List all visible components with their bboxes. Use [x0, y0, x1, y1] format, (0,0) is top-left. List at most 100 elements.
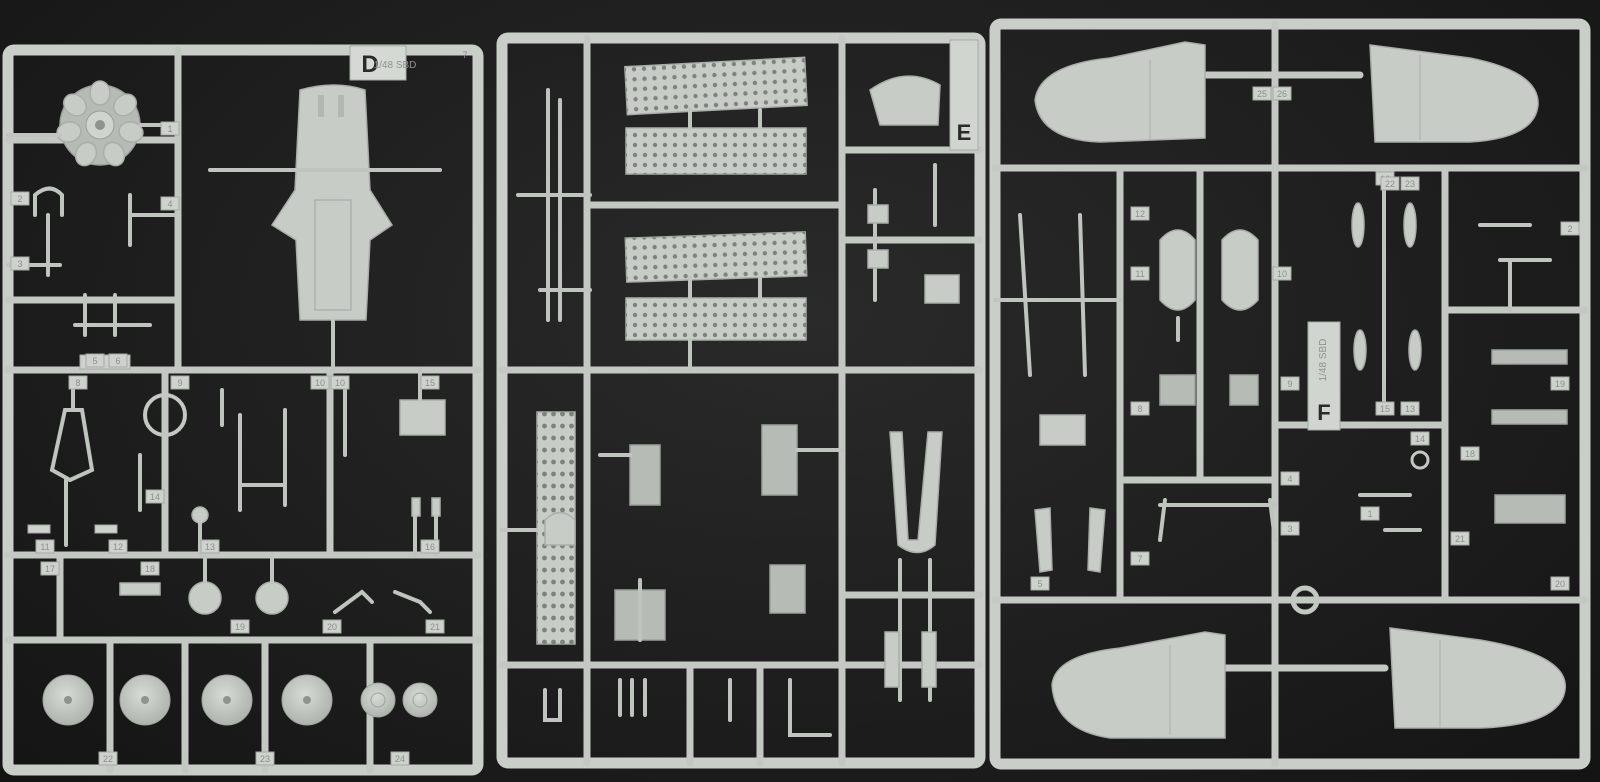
- part-number-tab: [1130, 551, 1150, 566]
- part-number-tab: [1030, 576, 1050, 591]
- gear-parts-d: [27, 368, 446, 557]
- gear-struts-f: [1034, 414, 1320, 615]
- part-number: 2: [17, 194, 22, 204]
- sprue-f-scale: 1/48 SBD: [1318, 339, 1329, 382]
- part-number-tab: [108, 539, 128, 554]
- part-number-tab: [1360, 506, 1380, 521]
- part-number-tab: [140, 561, 160, 576]
- part-numbers-f: 25261211109875432116151314181920212223: [1030, 86, 1580, 591]
- part-number-tab: [310, 375, 330, 390]
- part-number: 3: [1287, 524, 1292, 534]
- part-number-tab: [1400, 401, 1420, 416]
- part-number-tab: [1280, 521, 1300, 536]
- part-number-tab: [1130, 266, 1150, 281]
- part-number: 4: [1287, 474, 1292, 484]
- part-number: 14: [1415, 434, 1425, 444]
- part-number: 19: [235, 622, 245, 632]
- sprue-d: D 1/48 SBD 7: [2, 44, 484, 776]
- part-number: 18: [145, 564, 155, 574]
- part-number-tab: [1130, 401, 1150, 416]
- part-number: 25: [1257, 89, 1267, 99]
- part-number: 20: [327, 622, 337, 632]
- gun-parts-f: [1358, 223, 1568, 532]
- part-number-tab: [108, 353, 128, 368]
- part-number: 18: [1465, 449, 1475, 459]
- part-number: 19: [1555, 379, 1565, 389]
- part-number-tab: [1280, 471, 1300, 486]
- sprue-f: F 1/48 SBD: [989, 18, 1591, 770]
- part-number: 7: [1137, 554, 1142, 564]
- part-number: 10: [335, 378, 345, 388]
- part-number-tab: [10, 256, 30, 271]
- part-number-tab: [160, 196, 180, 211]
- dive-flap-panels: [624, 56, 808, 372]
- part-number: 17: [45, 564, 55, 574]
- round-parts-d: [119, 553, 432, 615]
- sprue-e: E: [496, 32, 986, 769]
- part-number: 11: [40, 542, 49, 552]
- part-number-tab: [1252, 86, 1272, 101]
- part-number: 24: [395, 754, 405, 764]
- part-number-tab: [1375, 401, 1395, 416]
- sprue-d-letter: D: [361, 51, 378, 78]
- bottom-parts-e: [543, 678, 832, 737]
- drop-tanks: [1159, 229, 1259, 406]
- part-number: 8: [1137, 404, 1142, 414]
- sprue-f-letter: F: [1317, 400, 1330, 425]
- part-number-tab: [68, 375, 88, 390]
- bomb-racks: [993, 213, 1122, 377]
- part-number: 6: [115, 356, 120, 366]
- part-number: 1: [1367, 509, 1372, 519]
- part-number-tab: [420, 375, 440, 390]
- part-number-tab: [40, 561, 60, 576]
- part-number-tab: [1130, 206, 1150, 221]
- part-number-tab: [230, 619, 250, 634]
- part-number-tab: [420, 539, 440, 554]
- part-number-tab: [170, 375, 190, 390]
- part-number: 14: [150, 492, 160, 502]
- perforated-flap-vertical: [500, 411, 576, 645]
- control-parts-d: [6, 186, 177, 370]
- part-number-tab: [1550, 576, 1570, 591]
- part-number: 9: [1287, 379, 1292, 389]
- part-number: 12: [113, 542, 123, 552]
- part-number: 22: [1385, 179, 1395, 189]
- part-number-tab: [322, 619, 342, 634]
- part-number-tab: [425, 619, 445, 634]
- part-number-tab: [1450, 531, 1470, 546]
- sprue-d-corner-number: 7: [462, 50, 467, 60]
- part-number-tab: [1410, 431, 1430, 446]
- part-number: 10: [1277, 269, 1287, 279]
- sprue-d-scale: 1/48 SBD: [374, 60, 417, 71]
- small-assemblies-e: [598, 424, 844, 642]
- part-number-tab: [145, 489, 165, 504]
- part-number: 8: [75, 378, 80, 388]
- part-number: 10: [315, 378, 325, 388]
- part-number: 1: [167, 124, 172, 134]
- part-number-tab: [98, 751, 118, 766]
- part-number-tab: [160, 121, 180, 136]
- part-number: 23: [260, 754, 270, 764]
- part-number: 20: [1555, 579, 1565, 589]
- part-number: 12: [1135, 209, 1145, 219]
- part-number: 3: [17, 259, 22, 269]
- part-number-tab: [200, 539, 220, 554]
- part-number: 16: [425, 542, 435, 552]
- part-number: 21: [430, 622, 440, 632]
- part-number: 23: [1405, 179, 1415, 189]
- part-number-tab: [1560, 221, 1580, 236]
- part-number-tab: [1280, 376, 1300, 391]
- part-number-tab: [1272, 266, 1292, 281]
- part-number-tab: [390, 751, 410, 766]
- radial-engine-part: [6, 80, 180, 167]
- part-number-tab: [1272, 86, 1292, 101]
- part-number: 5: [1037, 579, 1042, 589]
- cockpit-rear-part: [867, 75, 960, 304]
- part-number: 22: [103, 754, 113, 764]
- part-number-tab: [1460, 446, 1480, 461]
- part-number: 13: [1405, 404, 1415, 414]
- part-number: 13: [205, 542, 215, 552]
